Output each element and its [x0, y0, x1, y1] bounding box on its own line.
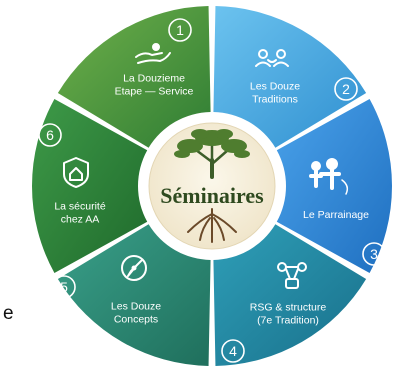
- segment-5: [57, 224, 211, 366]
- stray-letter: e: [3, 303, 14, 324]
- segment-6: [31, 99, 148, 273]
- sponsor-guidance-icon: [309, 158, 349, 195]
- segment-3-number-badge: 3: [362, 242, 386, 266]
- segment-3: [276, 99, 392, 273]
- segment-2-number-badge: 2: [334, 77, 358, 101]
- segment-4-number-badge: 4: [221, 339, 245, 363]
- segment-5-label-line-1: Les Douze: [111, 301, 161, 313]
- helping-hands-icon: [135, 43, 171, 64]
- segment-2-label-line-2: Traditions: [252, 94, 298, 106]
- center-hub: Séminaires: [144, 118, 280, 254]
- svg-text:4: 4: [229, 343, 237, 359]
- center-label: Séminaires: [160, 183, 264, 208]
- segment-1-label-line-2: Etape — Service: [115, 86, 194, 98]
- segment-5-label-line-2: Concepts: [114, 314, 158, 326]
- segment-4: [213, 224, 367, 366]
- compass-icon: [121, 255, 147, 281]
- network-structure-icon: [277, 262, 307, 289]
- segment-3-label-line-1: Le Parrainage: [303, 209, 369, 221]
- svg-text:6: 6: [46, 127, 54, 143]
- svg-text:3: 3: [370, 246, 378, 262]
- svg-text:1: 1: [176, 22, 184, 38]
- segment-6-label-line-1: La sécurité: [54, 201, 106, 213]
- segment-6-label-line-2: chez AA: [61, 214, 100, 226]
- segment-4-label-line-1: RSG & structure: [250, 302, 327, 314]
- shield-home-icon: [63, 157, 89, 188]
- linked-people-icon: [255, 49, 289, 67]
- segment-1-label-line-1: La Douzieme: [123, 73, 185, 85]
- roots-icon: [187, 208, 237, 243]
- segment-2-label-line-1: Les Douze: [250, 81, 300, 93]
- segment-1: [57, 6, 211, 148]
- segment-4-label-line-2: (7e Tradition): [257, 315, 319, 327]
- svg-text:5: 5: [60, 279, 68, 295]
- svg-text:2: 2: [342, 81, 350, 97]
- segment-5-number-badge: 5: [52, 275, 76, 299]
- segment-6-number-badge: 6: [38, 123, 62, 147]
- tree-icon: [174, 129, 250, 179]
- segment-1-number-badge: 1: [168, 18, 192, 42]
- segment-2: [213, 6, 367, 148]
